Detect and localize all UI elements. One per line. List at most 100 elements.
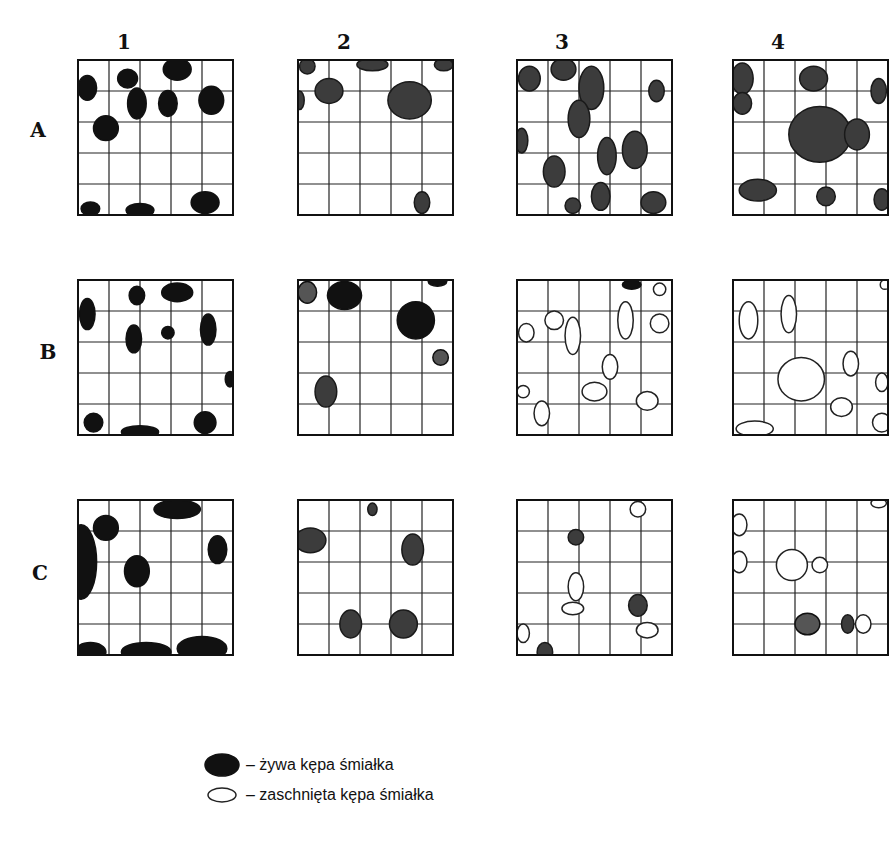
quadrat-border <box>733 280 888 435</box>
quadrat-border <box>298 60 453 215</box>
clump-group <box>733 500 886 635</box>
grass-clump <box>519 66 541 91</box>
grass-clump <box>543 156 565 187</box>
grass-clump <box>434 60 453 71</box>
grass-clump <box>817 187 836 206</box>
grid-line <box>78 592 233 593</box>
grid-line <box>298 341 453 342</box>
grass-clump <box>551 60 576 80</box>
grid-line <box>517 561 672 562</box>
grass-clump <box>789 106 851 162</box>
grid-line <box>139 60 140 215</box>
grass-clump <box>191 192 219 214</box>
grass-clump <box>388 82 431 119</box>
quadrat <box>298 277 453 435</box>
grass-clump <box>812 557 828 573</box>
quadrat <box>731 498 888 655</box>
grass-clump <box>739 179 776 201</box>
quadrat-border <box>298 280 453 435</box>
grass-clump <box>199 86 224 114</box>
grass-clump <box>545 311 564 330</box>
grid-line <box>733 592 888 593</box>
quadrat <box>731 60 889 215</box>
quadrat-border <box>78 500 233 655</box>
grid-line <box>78 183 233 184</box>
grass-clump <box>126 204 154 215</box>
clump-group <box>78 60 224 215</box>
grass-clump <box>568 100 590 137</box>
clump-group <box>736 280 888 435</box>
grass-clump <box>118 69 138 88</box>
grass-clump <box>842 615 854 634</box>
grass-clump <box>649 80 665 102</box>
grass-clump <box>78 76 97 101</box>
grass-clump <box>414 192 430 214</box>
grass-clump <box>591 182 610 210</box>
grass-clump <box>736 421 773 435</box>
grass-clump <box>80 299 96 330</box>
quadrat-border <box>298 500 453 655</box>
grass-clump <box>340 610 362 638</box>
grass-clump <box>871 79 887 104</box>
row-letter: B <box>40 342 57 362</box>
grass-clump <box>124 556 149 587</box>
grid-line <box>390 60 391 215</box>
grass-clump <box>629 595 648 617</box>
grass-clump <box>200 314 216 345</box>
grass-clump <box>94 116 119 141</box>
grass-clump <box>397 302 434 339</box>
grass-clump <box>208 536 227 564</box>
quadrat <box>78 58 233 217</box>
grass-clump <box>368 503 377 515</box>
grass-clump <box>602 354 618 379</box>
grass-clump <box>874 189 888 211</box>
grass-clump <box>357 60 388 71</box>
clump-group <box>298 280 448 407</box>
grass-clump <box>582 382 607 401</box>
grid-line <box>517 152 672 153</box>
quadrat <box>733 280 891 437</box>
grass-clump <box>636 392 658 411</box>
grass-clump <box>534 401 550 426</box>
quadrat <box>517 280 672 435</box>
grass-clump <box>845 119 870 150</box>
grid-line <box>298 183 453 184</box>
grid-line <box>170 500 171 655</box>
grass-clump <box>159 90 178 116</box>
grass-clump <box>126 325 142 353</box>
grass-clump <box>800 66 828 91</box>
quadrat-border <box>78 280 233 435</box>
grass-clump <box>568 529 584 545</box>
grass-clump <box>568 573 584 601</box>
grid-line <box>78 310 233 311</box>
grass-clump <box>517 624 529 643</box>
grid-line <box>547 500 548 655</box>
row-letter: C <box>32 563 48 583</box>
grid-line <box>170 60 171 215</box>
grid-line <box>298 121 453 122</box>
grass-clump <box>162 283 193 302</box>
grass-clump <box>78 525 97 599</box>
grass-clump <box>129 286 145 305</box>
grid-line <box>298 561 453 562</box>
column-number: 4 <box>771 32 785 52</box>
grass-clump <box>315 79 343 104</box>
grass-clump <box>565 317 581 354</box>
grid-line <box>390 280 391 435</box>
grass-clump <box>778 358 825 401</box>
grid-line <box>733 403 888 404</box>
row-letter: A <box>30 120 46 140</box>
grass-clump <box>519 323 535 342</box>
grass-clump <box>128 88 147 119</box>
grid-line <box>517 121 672 122</box>
grass-clump <box>163 60 191 80</box>
quadrat <box>515 58 672 215</box>
quadrat-border <box>517 280 672 435</box>
grass-clump <box>831 398 853 417</box>
grid-line <box>78 152 233 153</box>
quadrat-border <box>517 500 672 655</box>
grass-clump <box>622 280 641 289</box>
grass-clump <box>433 350 449 366</box>
grid-line <box>78 561 233 562</box>
grass-clump <box>622 131 647 168</box>
